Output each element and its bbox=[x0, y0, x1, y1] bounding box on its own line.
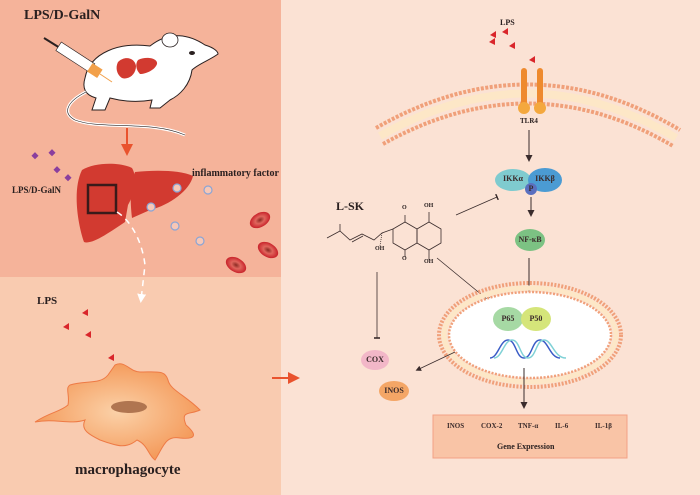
liver-to-macrophage-dashed-arrow bbox=[116, 211, 147, 303]
cox-node bbox=[361, 350, 389, 370]
red-blood-cells bbox=[225, 211, 279, 274]
p65-label: P65 bbox=[501, 314, 515, 323]
l-sk-o-bottom: O bbox=[402, 256, 407, 262]
in-vivo-title: LPS/D-GalN bbox=[24, 8, 101, 23]
gene-expression-title: Gene Expression bbox=[497, 442, 555, 451]
cell-membrane bbox=[375, 82, 682, 148]
lps-triangles-left bbox=[63, 309, 114, 361]
liver-lps-label: LPS/D-GalN bbox=[12, 185, 62, 195]
ikk-alpha-node bbox=[495, 169, 531, 191]
tlr4-label: TLR4 bbox=[520, 117, 538, 125]
nfkb-label: NF-κB bbox=[518, 235, 542, 244]
tlr4-receptor bbox=[518, 68, 546, 114]
l-sk-oh-chain: OH bbox=[375, 246, 385, 252]
nfkb-node bbox=[515, 229, 545, 251]
inos-node bbox=[379, 381, 409, 401]
p50-node bbox=[521, 307, 551, 331]
l-sk-chemical-structure bbox=[326, 212, 442, 260]
inos-label: INOS bbox=[384, 386, 404, 395]
macrophage-label: macrophagocyte bbox=[75, 462, 181, 478]
gene-il1-beta: IL-1β bbox=[595, 422, 612, 430]
lsk-inhibits-ikk bbox=[455, 193, 500, 216]
gene-cox2: COX-2 bbox=[481, 422, 503, 430]
ikk-alpha-label: IKKα bbox=[502, 174, 524, 183]
lsk-inhibits-p65 bbox=[436, 257, 491, 303]
syringe-icon bbox=[43, 37, 113, 83]
p65-node bbox=[493, 307, 523, 331]
pathway-lps-label: LPS bbox=[500, 18, 515, 27]
macrophage-lps-label: LPS bbox=[37, 295, 58, 307]
gene-il6: IL-6 bbox=[555, 422, 569, 430]
phospho-label: P bbox=[528, 184, 534, 193]
lps-dgaln-particles bbox=[31, 149, 72, 182]
p50-label: P50 bbox=[529, 314, 543, 323]
nucleus bbox=[437, 281, 623, 389]
lps-triangles-top bbox=[489, 28, 535, 63]
pathway-panel bbox=[281, 0, 700, 495]
liver-zoom-box bbox=[86, 183, 118, 215]
l-sk-label: L-SK bbox=[336, 199, 365, 213]
inflammatory-factor-label: inflammatory factor bbox=[192, 168, 279, 179]
macrophage-cell bbox=[34, 363, 201, 461]
cox-label: COX bbox=[366, 355, 384, 364]
liver-illustration bbox=[76, 163, 193, 243]
mouse-illustration bbox=[66, 32, 219, 137]
ikk-beta-node bbox=[528, 168, 562, 192]
phospho-node bbox=[525, 183, 537, 195]
dna-helix-icon bbox=[489, 339, 567, 359]
ikk-beta-label: IKKβ bbox=[535, 174, 555, 183]
inflammatory-factor-icons bbox=[146, 183, 213, 246]
gene-tnf-alpha: TNF-α bbox=[518, 422, 539, 430]
gene-inos: INOS bbox=[447, 422, 465, 430]
macrophage-nucleus bbox=[111, 401, 147, 413]
gene-expression-box bbox=[432, 414, 628, 459]
l-sk-oh-top: OH bbox=[424, 203, 434, 209]
l-sk-o-top: O bbox=[402, 205, 407, 211]
nucleus-to-cox-inos-arrow bbox=[415, 351, 456, 371]
l-sk-oh-bottom: OH bbox=[424, 259, 434, 265]
